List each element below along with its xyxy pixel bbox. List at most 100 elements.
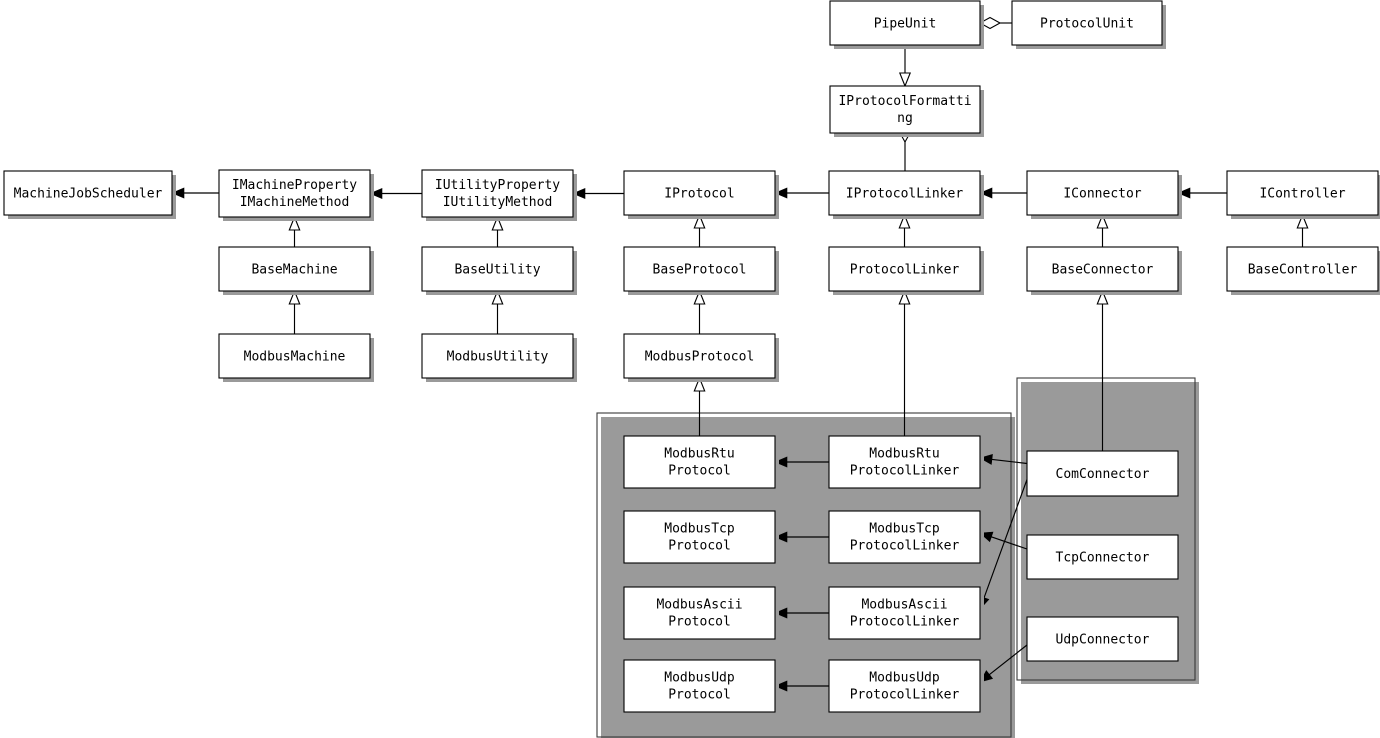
node-tcp-connector[interactable]: TcpConnector bbox=[1026, 534, 1182, 583]
node-modbus-protocol[interactable]: ModbusProtocol bbox=[623, 333, 779, 382]
node-rect[interactable] bbox=[828, 659, 981, 713]
node-rect[interactable] bbox=[421, 246, 574, 292]
node-label: IProtocol bbox=[664, 187, 734, 202]
arrowhead-hollow-triangle bbox=[288, 215, 301, 231]
modbus-group-rect bbox=[596, 412, 1012, 738]
node-rect[interactable] bbox=[3, 170, 173, 216]
node-rect[interactable] bbox=[623, 170, 776, 216]
node-label: ModbusMachine bbox=[244, 350, 346, 365]
node-rect[interactable] bbox=[421, 333, 574, 379]
edge-protocollinker-to-iprotocollinker bbox=[898, 213, 911, 247]
node-rect[interactable] bbox=[218, 169, 371, 218]
node-layer: PipeUnit ProtocolUnitIProtocolFormattingM… bbox=[3, 0, 1380, 716]
edge-iconnector-to-iprotocollinker bbox=[979, 187, 1027, 199]
node-icontroller[interactable]: IController bbox=[1226, 170, 1380, 219]
edge-baseconnector-to-iconnector bbox=[1096, 213, 1109, 247]
node-rect[interactable] bbox=[421, 169, 574, 218]
node-rect[interactable] bbox=[623, 586, 776, 640]
arrowhead-hollow-triangle bbox=[491, 215, 504, 231]
node-rect[interactable] bbox=[828, 435, 981, 489]
node-label-line2: Protocol bbox=[668, 615, 731, 630]
node-rect[interactable] bbox=[218, 246, 371, 292]
edge-comconnector-to-baseconnector bbox=[1096, 289, 1109, 451]
node-udp-connector[interactable]: UdpConnector bbox=[1026, 616, 1182, 665]
arrowhead-solid bbox=[774, 456, 788, 468]
node-com-connector[interactable]: ComConnector bbox=[1026, 450, 1182, 500]
node-rect[interactable] bbox=[1026, 246, 1179, 292]
edge-baseprotocol-to-iprotocol bbox=[693, 213, 706, 247]
node-base-machine[interactable]: BaseMachine bbox=[218, 246, 374, 295]
node-rect[interactable] bbox=[623, 659, 776, 713]
node-pipe-unit[interactable]: PipeUnit bbox=[829, 0, 984, 49]
arrowhead-hollow-triangle bbox=[898, 72, 912, 88]
node-label-line1: ModbusRtu bbox=[664, 447, 734, 462]
edge-iprotocol-to-iutility bbox=[572, 188, 624, 199]
node-label-line1: IUtilityProperty bbox=[435, 178, 560, 193]
arrowhead-hollow-triangle bbox=[693, 289, 706, 305]
node-label: IProtocolLinker bbox=[846, 187, 964, 202]
edge-asciilinker-to-asciiprotocol bbox=[774, 607, 829, 619]
node-label: BaseController bbox=[1248, 263, 1358, 278]
edge-layer bbox=[171, 16, 1309, 692]
node-label-line2: ProtocolLinker bbox=[850, 539, 960, 554]
node-rect[interactable] bbox=[828, 510, 981, 564]
node-rect[interactable] bbox=[828, 586, 981, 640]
edge-modbusrtuprotocol-to-modbusprotocol bbox=[693, 376, 706, 436]
node-base-controller[interactable]: BaseController bbox=[1226, 246, 1380, 295]
node-protocol-linker[interactable]: ProtocolLinker bbox=[828, 246, 984, 295]
node-rect[interactable] bbox=[829, 85, 981, 134]
node-machine-job-scheduler[interactable]: MachineJobScheduler bbox=[3, 170, 176, 219]
node-rect[interactable] bbox=[1026, 170, 1179, 216]
node-base-utility[interactable]: BaseUtility bbox=[421, 246, 577, 295]
node-rect[interactable] bbox=[1226, 246, 1379, 292]
node-base-connector[interactable]: BaseConnector bbox=[1026, 246, 1182, 295]
node-label-line1: ModbusAscii bbox=[861, 598, 947, 613]
node-modbus-utility[interactable]: ModbusUtility bbox=[421, 333, 577, 382]
node-rect[interactable] bbox=[829, 0, 981, 46]
edge-basecontroller-to-icontroller bbox=[1296, 213, 1309, 247]
node-label: ModbusUtility bbox=[447, 350, 549, 365]
node-label-line2: ProtocolLinker bbox=[850, 688, 960, 703]
arrowhead-hollow-triangle bbox=[1096, 213, 1109, 229]
arrowhead-solid bbox=[171, 187, 185, 199]
node-label-line1: ModbusRtu bbox=[869, 447, 939, 462]
arrowhead-hollow-diamond bbox=[978, 16, 1002, 30]
node-rect[interactable] bbox=[623, 510, 776, 564]
node-modbus-machine[interactable]: ModbusMachine bbox=[218, 333, 374, 382]
node-rect[interactable] bbox=[623, 246, 776, 292]
node-base-protocol[interactable]: BaseProtocol bbox=[623, 246, 779, 295]
node-iprotocol-linker[interactable]: IProtocolLinker bbox=[828, 170, 984, 219]
node-protocol-unit[interactable]: ProtocolUnit bbox=[1011, 0, 1166, 49]
node-rect[interactable] bbox=[1011, 0, 1163, 46]
node-iprotocol[interactable]: IProtocol bbox=[623, 170, 779, 219]
node-rect[interactable] bbox=[828, 246, 981, 292]
node-label: MachineJobScheduler bbox=[14, 187, 163, 202]
node-label-line2: ProtocolLinker bbox=[850, 615, 960, 630]
node-rect[interactable] bbox=[623, 435, 776, 489]
node-rect[interactable] bbox=[623, 333, 776, 379]
edge-modbusprotocol-to-baseprotocol bbox=[693, 289, 706, 334]
node-rect[interactable] bbox=[828, 170, 981, 216]
node-rect[interactable] bbox=[218, 333, 371, 379]
node-label: UdpConnector bbox=[1056, 633, 1150, 648]
node-rect[interactable] bbox=[1026, 450, 1179, 497]
node-rect[interactable] bbox=[1026, 534, 1179, 580]
node-rect[interactable] bbox=[1026, 616, 1179, 662]
node-iconnector[interactable]: IConnector bbox=[1026, 170, 1182, 219]
edge-line bbox=[989, 535, 1028, 550]
node-rect[interactable] bbox=[1226, 170, 1379, 216]
edge-baseutility-to-iutility bbox=[491, 215, 504, 247]
arrowhead-solid bbox=[774, 680, 788, 692]
